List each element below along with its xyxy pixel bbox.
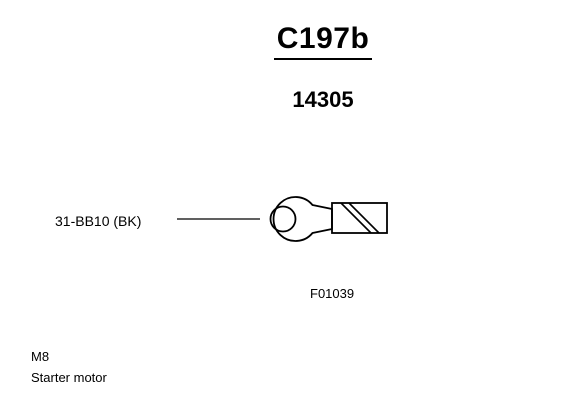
component-name: Starter motor — [31, 370, 107, 385]
figure-reference: F01039 — [310, 286, 355, 301]
ring-terminal-outline — [272, 196, 333, 242]
title-underline — [274, 58, 372, 60]
connector-id-title: C197b — [276, 22, 370, 55]
wire-label: 31-BB10 (BK) — [55, 213, 142, 229]
crimp-barrel — [331, 202, 388, 234]
barrel-hatch-line — [340, 202, 372, 234]
barrel-hatch-line — [348, 202, 380, 234]
component-code: M8 — [31, 349, 50, 364]
ring-terminal-hole — [269, 205, 297, 233]
connector-part-number: 14305 — [292, 87, 354, 112]
